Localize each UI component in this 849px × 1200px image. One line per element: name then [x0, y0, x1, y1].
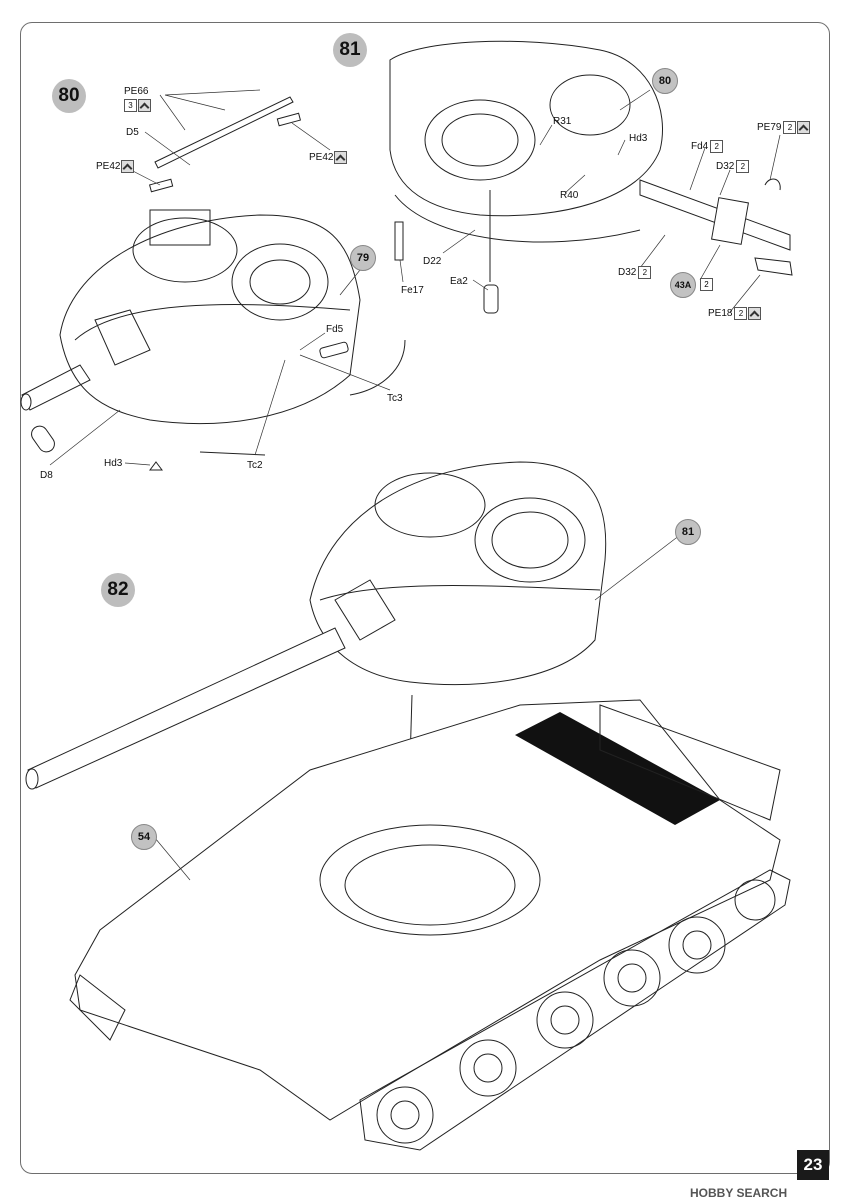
- part-label-hd3-step81: Hd3: [629, 133, 648, 144]
- ref-step-54: 54: [131, 824, 157, 850]
- pe-sheet-icon: [334, 151, 348, 164]
- step-number-82: 82: [101, 573, 135, 607]
- pe-sheet-icon: [121, 160, 135, 173]
- part-qty-pe66: 3: [122, 99, 151, 112]
- pe-sheet-icon: [797, 121, 811, 134]
- part-label-fd5: Fd5: [326, 324, 344, 335]
- turret-step81-drawing: [389, 40, 793, 314]
- qty-43a: 2: [700, 278, 713, 291]
- part-label-tc2: Tc2: [247, 460, 263, 471]
- part-label-r31: R31: [553, 116, 572, 127]
- pe-sheet-icon: [748, 307, 762, 320]
- ref-step-79: 79: [350, 245, 376, 271]
- part-label-pe42-left: PE42: [96, 160, 135, 173]
- part-label-hd3-step80: Hd3: [104, 458, 123, 469]
- pe-sheet-icon: [138, 99, 151, 112]
- part-label-pe42-right: PE42: [309, 151, 348, 164]
- part-label-pe66: PE66: [124, 86, 149, 97]
- part-label-d8: D8: [40, 470, 53, 481]
- tank-step82-drawing: [25, 461, 791, 1151]
- ref-step-43a: 43A: [670, 272, 696, 298]
- page-number: 23: [797, 1150, 829, 1180]
- ref-step-81: 81: [675, 519, 701, 545]
- turret-step80-drawing: [20, 89, 406, 471]
- ref-step-80: 80: [652, 68, 678, 94]
- part-label-r40: R40: [560, 190, 579, 201]
- watermark: HOBBY SEARCH: [690, 1186, 788, 1200]
- part-label-d5: D5: [126, 127, 139, 138]
- step-number-81: 81: [333, 33, 367, 67]
- part-label-ea2: Ea2: [450, 276, 468, 287]
- part-label-d22: D22: [423, 256, 442, 267]
- part-label-tc3: Tc3: [387, 393, 403, 404]
- part-label-fe17: Fe17: [401, 285, 424, 296]
- step-number-80: 80: [52, 79, 86, 113]
